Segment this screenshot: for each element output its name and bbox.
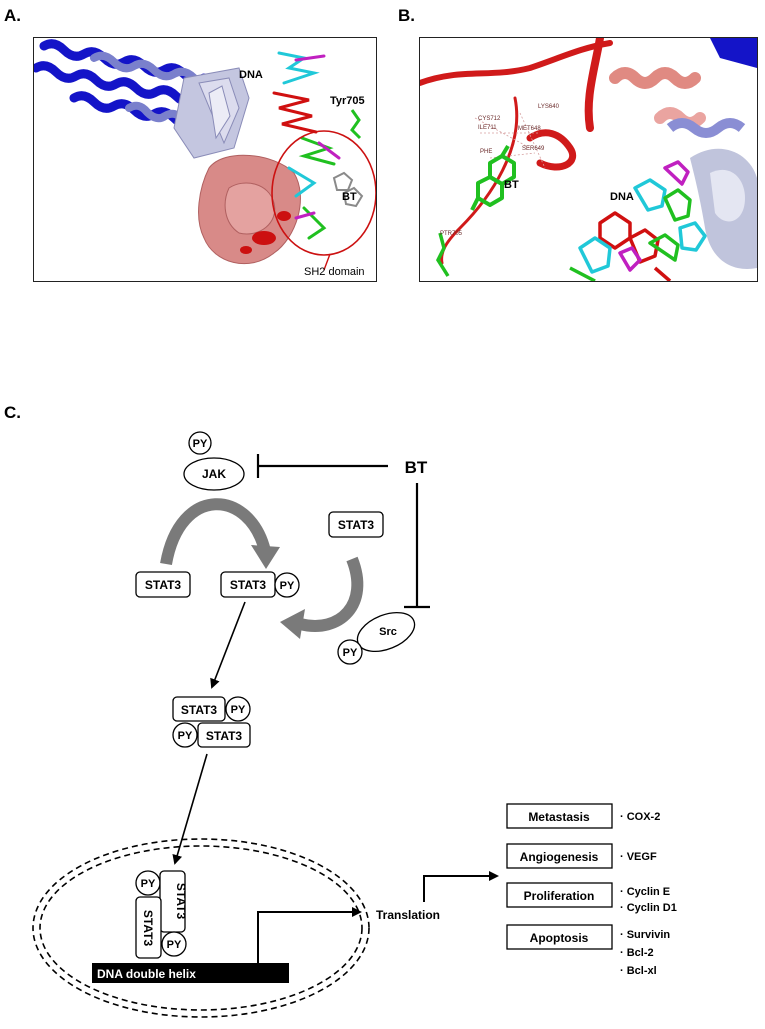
label-dna: DNA bbox=[239, 69, 263, 81]
dna-stick-model bbox=[272, 51, 341, 240]
panel-a-letter: A. bbox=[4, 6, 21, 25]
salmon-helices bbox=[609, 67, 706, 129]
bt-molecule bbox=[332, 171, 364, 208]
tyr705-sidechain bbox=[350, 109, 362, 140]
outcome-apoptosis-label: Apoptosis bbox=[530, 931, 589, 945]
residue-labels: CYS712 ILE711 MET648 LYS640 SER649 PHE P… bbox=[440, 104, 560, 237]
panel-b-svg: CYS712 ILE711 MET648 LYS640 SER649 PHE P… bbox=[420, 38, 757, 281]
blue-region bbox=[666, 38, 757, 269]
beta-sheet-domain bbox=[173, 67, 250, 159]
src-phosphorylation-arrowhead bbox=[280, 609, 305, 639]
dimer-top-label: STAT3 bbox=[181, 703, 218, 717]
jak-py-circle bbox=[188, 431, 212, 455]
nucleus-inner-membrane bbox=[39, 845, 363, 1011]
stat3-dimer-on-dna: PY STAT3 STAT3 PY bbox=[135, 870, 188, 959]
translation-label: Translation bbox=[376, 908, 440, 922]
gene-cyclin-d1: · Cyclin D1 bbox=[620, 902, 677, 914]
residue-ser649: SER649 bbox=[522, 146, 545, 152]
vdimer-bottom-py bbox=[161, 931, 187, 957]
gene-vegf: · VEGF bbox=[620, 851, 657, 863]
src-py-label: PY bbox=[343, 647, 358, 659]
jak-node: PY JAK bbox=[183, 431, 245, 491]
residue-ile711: ILE711 bbox=[478, 125, 497, 131]
outcome-angiogenesis: Angiogenesis · VEGF bbox=[506, 843, 657, 869]
interaction-dashes bbox=[474, 112, 546, 169]
src-phosphorylation-arrow bbox=[298, 556, 364, 632]
dimer-top-py-label: PY bbox=[231, 704, 246, 716]
residue-lys640: LYS640 bbox=[538, 104, 560, 110]
label-tyr705: Tyr705 bbox=[330, 95, 365, 107]
dimer-bottom-label: STAT3 bbox=[206, 729, 243, 743]
red-ribbon bbox=[420, 38, 613, 265]
vdimer-bottom-py-label: PY bbox=[167, 939, 182, 951]
red-ligand-cluster bbox=[240, 211, 291, 254]
vdimer-top-py-label: PY bbox=[141, 878, 156, 890]
stat3-free-right-label: STAT3 bbox=[338, 518, 375, 532]
src-label: Src bbox=[379, 626, 397, 638]
dna-double-helix-label: DNA double helix bbox=[97, 967, 196, 981]
gene-bcl2: · Bcl-2 bbox=[620, 947, 654, 959]
dna-sticks-b bbox=[569, 160, 707, 281]
outcome-proliferation: Proliferation · Cyclin E · Cyclin D1 bbox=[506, 882, 677, 914]
gene-survivin: · Survivin bbox=[620, 929, 670, 941]
bt-ligand-green bbox=[470, 144, 516, 211]
stat3-free-right: STAT3 bbox=[328, 511, 384, 538]
stat3-phosphorylated: STAT3 PY bbox=[220, 571, 300, 598]
arrow-to-dimer bbox=[210, 601, 246, 689]
src-py-circle bbox=[337, 639, 363, 665]
nucleus-outer-membrane bbox=[32, 838, 370, 1018]
outcome-metastasis: Metastasis · COX-2 bbox=[506, 803, 660, 829]
stat3-phosphorylated-label: STAT3 bbox=[230, 578, 267, 592]
bt-inhibits-src bbox=[404, 483, 430, 609]
vdimer-left-label: STAT3 bbox=[141, 910, 155, 947]
panel-b-letter: B. bbox=[398, 6, 415, 25]
dimer-bottom-py-label: PY bbox=[178, 730, 193, 742]
label-bt-b: BT bbox=[504, 179, 519, 191]
jak-ellipse bbox=[183, 457, 245, 491]
arrow-to-translation bbox=[257, 907, 362, 963]
label-bt-a: BT bbox=[342, 191, 357, 203]
bt-inhibits-jak bbox=[256, 454, 388, 478]
jak-phosphorylation-arrow bbox=[160, 498, 271, 566]
dimer-bottom-py bbox=[172, 722, 198, 748]
panel-c-letter: C. bbox=[4, 403, 21, 422]
arrow-into-nucleus bbox=[172, 753, 208, 865]
label-sh2-domain: SH2 domain bbox=[304, 266, 365, 278]
residue-cys712: CYS712 bbox=[478, 116, 501, 122]
outcome-angiogenesis-label: Angiogenesis bbox=[520, 850, 599, 864]
jak-label: JAK bbox=[202, 467, 226, 481]
panel-c-pathway: PY JAK BT STAT3 STAT3 STAT3 PY Src PY bbox=[32, 431, 677, 1018]
dimer-top-py bbox=[225, 696, 251, 722]
residue-phe: PHE bbox=[480, 149, 492, 155]
stat3-py-circle bbox=[274, 572, 300, 598]
src-node: Src PY bbox=[337, 611, 416, 665]
arrow-to-outcomes bbox=[423, 871, 499, 902]
dna-double-helix-bar bbox=[92, 963, 289, 983]
outcome-metastasis-label: Metastasis bbox=[528, 810, 590, 824]
residue-met648: MET648 bbox=[518, 126, 541, 132]
jak-phosphorylation-arrowhead bbox=[251, 545, 280, 569]
sh2-domain-circle bbox=[271, 130, 376, 256]
jak-py-label: PY bbox=[193, 438, 208, 450]
ptr705-sidechain bbox=[435, 232, 450, 277]
stat3-py-label: PY bbox=[280, 580, 295, 592]
outcome-apoptosis: Apoptosis · Survivin · Bcl-2 · Bcl-xl bbox=[506, 924, 670, 977]
gene-bclxl: · Bcl-xl bbox=[620, 965, 657, 977]
stat3-unphosphorylated-label: STAT3 bbox=[145, 578, 182, 592]
residue-ptr705: PTR705 bbox=[440, 231, 463, 237]
stat3-dimer: STAT3 PY PY STAT3 bbox=[172, 696, 251, 748]
panel-a-structure: DNA Tyr705 BT SH2 domain bbox=[33, 37, 377, 282]
panel-b-structure: CYS712 ILE711 MET648 LYS640 SER649 PHE P… bbox=[419, 37, 758, 282]
outcome-proliferation-label: Proliferation bbox=[524, 889, 595, 903]
sh2-pointer bbox=[323, 253, 331, 271]
stat3-unphosphorylated: STAT3 bbox=[135, 571, 191, 598]
gene-cyclin-e: · Cyclin E bbox=[620, 886, 670, 898]
gene-cox2: · COX-2 bbox=[620, 811, 660, 823]
label-dna-b: DNA bbox=[610, 191, 634, 203]
vdimer-right-label: STAT3 bbox=[174, 883, 188, 920]
panel-a-svg: DNA Tyr705 BT SH2 domain bbox=[34, 39, 376, 278]
bt-label: BT bbox=[405, 458, 428, 477]
